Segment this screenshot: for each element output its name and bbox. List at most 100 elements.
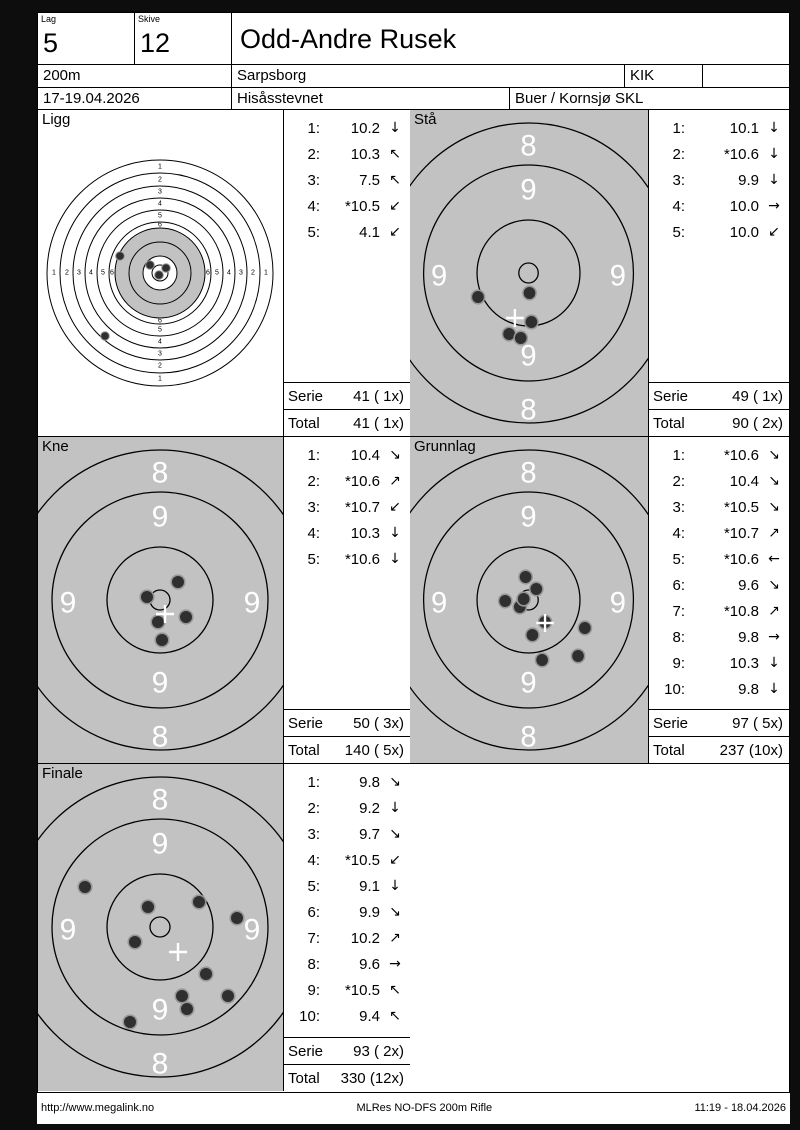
shot-table: 1: 10.2 ↓ 2: 10.3 ↖ 3: 7.5 ↖ 4: *10.5 ↙ … <box>283 110 410 436</box>
lag-value: 5 <box>43 28 59 58</box>
ring-number: 8 <box>520 393 536 426</box>
skive-value: 12 <box>140 28 171 58</box>
report-page: Lag 5 Skive 12 Odd-Andre Rusek 200m Sarp… <box>37 12 790 1124</box>
shot-direction-arrow-icon: ↗ <box>389 930 401 946</box>
shot-direction-arrow-icon: → <box>768 198 780 214</box>
shot-row: 2: *10.6 ↗ <box>284 468 410 494</box>
target-position-label: Stå <box>414 111 437 128</box>
shot-list: 1: 10.2 ↓ 2: 10.3 ↖ 3: 7.5 ↖ 4: *10.5 ↙ … <box>284 110 410 245</box>
ring-digit: 3 <box>239 270 243 277</box>
shot-direction-arrow-icon: ↘ <box>389 774 401 790</box>
shot-value: *10.6 <box>344 550 380 568</box>
shot-hole <box>122 1014 138 1030</box>
shot-number: 2: <box>307 799 320 817</box>
shot-number: 7: <box>307 929 320 947</box>
serie-label: Serie <box>653 714 689 732</box>
serie-value: 97 ( 5x) <box>732 714 783 732</box>
ring-digit: 5 <box>158 213 162 220</box>
shot-number: 4: <box>307 851 320 869</box>
shot-table: 1: 10.1 ↓ 2: *10.6 ↓ 3: 9.9 ↓ 4: 10.0 → … <box>648 110 789 436</box>
shot-number: 5: <box>307 550 320 568</box>
shot-hole <box>150 614 166 630</box>
shot-hole <box>577 620 593 636</box>
shot-list: 1: 10.4 ↘ 2: *10.6 ↗ 3: *10.7 ↙ 4: 10.3 … <box>284 437 410 572</box>
event-cell: Hisåsstevnet <box>232 88 510 110</box>
lag-cell: Lag 5 <box>38 13 135 65</box>
shot-row: 3: *10.7 ↙ <box>284 494 410 520</box>
lag-label: Lag <box>41 14 57 24</box>
shot-hole <box>497 593 513 609</box>
shot-hole <box>470 289 486 305</box>
target-ring <box>38 776 283 1078</box>
shot-row: 6: 9.6 ↘ <box>649 572 789 598</box>
shot-value: 10.2 <box>350 929 380 947</box>
target-ring <box>151 264 169 282</box>
club-value: Sarpsborg <box>237 67 307 84</box>
shot-direction-arrow-icon: ↓ <box>389 551 401 567</box>
shot-number: 1: <box>307 119 320 137</box>
shot-value: 10.4 <box>729 472 759 490</box>
shot-row: 4: *10.5 ↙ <box>284 193 410 219</box>
club-cell: Sarpsborg <box>232 65 625 88</box>
shot-direction-arrow-icon: ↖ <box>389 172 401 188</box>
target-ring <box>149 916 171 938</box>
ring-number: 9 <box>520 173 536 206</box>
shot-row: 2: 10.3 ↖ <box>284 141 410 167</box>
ring-digit: 4 <box>158 201 162 208</box>
mean-point-cross-icon <box>156 605 174 623</box>
footer-report-type: MLRes NO-DFS 200m Rifle <box>356 1102 493 1114</box>
shot-value: *10.7 <box>723 524 759 542</box>
shot-row: 1: 10.2 ↓ <box>284 115 410 141</box>
shot-number: 1: <box>672 119 685 137</box>
shot-direction-arrow-icon: → <box>389 956 401 972</box>
ring-number: 9 <box>152 667 169 700</box>
shot-row: 2: *10.6 ↓ <box>649 141 789 167</box>
ring-digit: 3 <box>158 189 162 196</box>
ring-digit: 2 <box>65 270 69 277</box>
shot-hole <box>178 609 194 625</box>
ring-digit: 3 <box>158 351 162 358</box>
shot-hole <box>516 591 532 607</box>
ring-digit: 2 <box>158 177 162 184</box>
target-ring <box>518 262 539 284</box>
shot-number: 10: <box>299 1007 320 1025</box>
target-position-label: Kne <box>42 438 69 455</box>
shot-number: 3: <box>307 498 320 516</box>
shot-row: 7: *10.8 ↗ <box>649 598 789 624</box>
total-row: Total 90 ( 2x) <box>649 409 789 436</box>
target-ring <box>96 209 224 337</box>
shot-row: 10: 9.8 ↓ <box>649 676 789 702</box>
footer-timestamp: 11:19 - 18.04.2026 <box>694 1102 786 1114</box>
shot-hole <box>525 627 540 643</box>
ring-digit: 4 <box>158 339 162 346</box>
shot-value: 9.1 <box>359 877 380 895</box>
ring-number: 8 <box>152 721 169 754</box>
shot-hole <box>170 574 186 590</box>
organizer-cell: Buer / Kornsjø SKL <box>510 88 789 110</box>
shot-value: *10.5 <box>344 981 380 999</box>
shot-value: *10.5 <box>723 498 759 516</box>
target-ring <box>59 172 261 374</box>
serie-row: Serie 50 ( 3x) <box>284 709 410 736</box>
target-card <box>410 110 648 436</box>
shot-number: 10: <box>664 680 685 698</box>
ring-number: 9 <box>152 994 169 1027</box>
shot-number: 3: <box>672 498 685 516</box>
shot-direction-arrow-icon: ↘ <box>768 499 780 515</box>
ring-digit: 2 <box>251 270 255 277</box>
shot-number: 3: <box>672 171 685 189</box>
serie-label: Serie <box>288 1042 324 1060</box>
total-row: Total 237 (10x) <box>649 736 789 763</box>
shot-direction-arrow-icon: ↙ <box>768 224 780 240</box>
shot-value: 10.3 <box>350 524 380 542</box>
target-ring <box>410 122 648 424</box>
shot-number: 1: <box>672 446 685 464</box>
